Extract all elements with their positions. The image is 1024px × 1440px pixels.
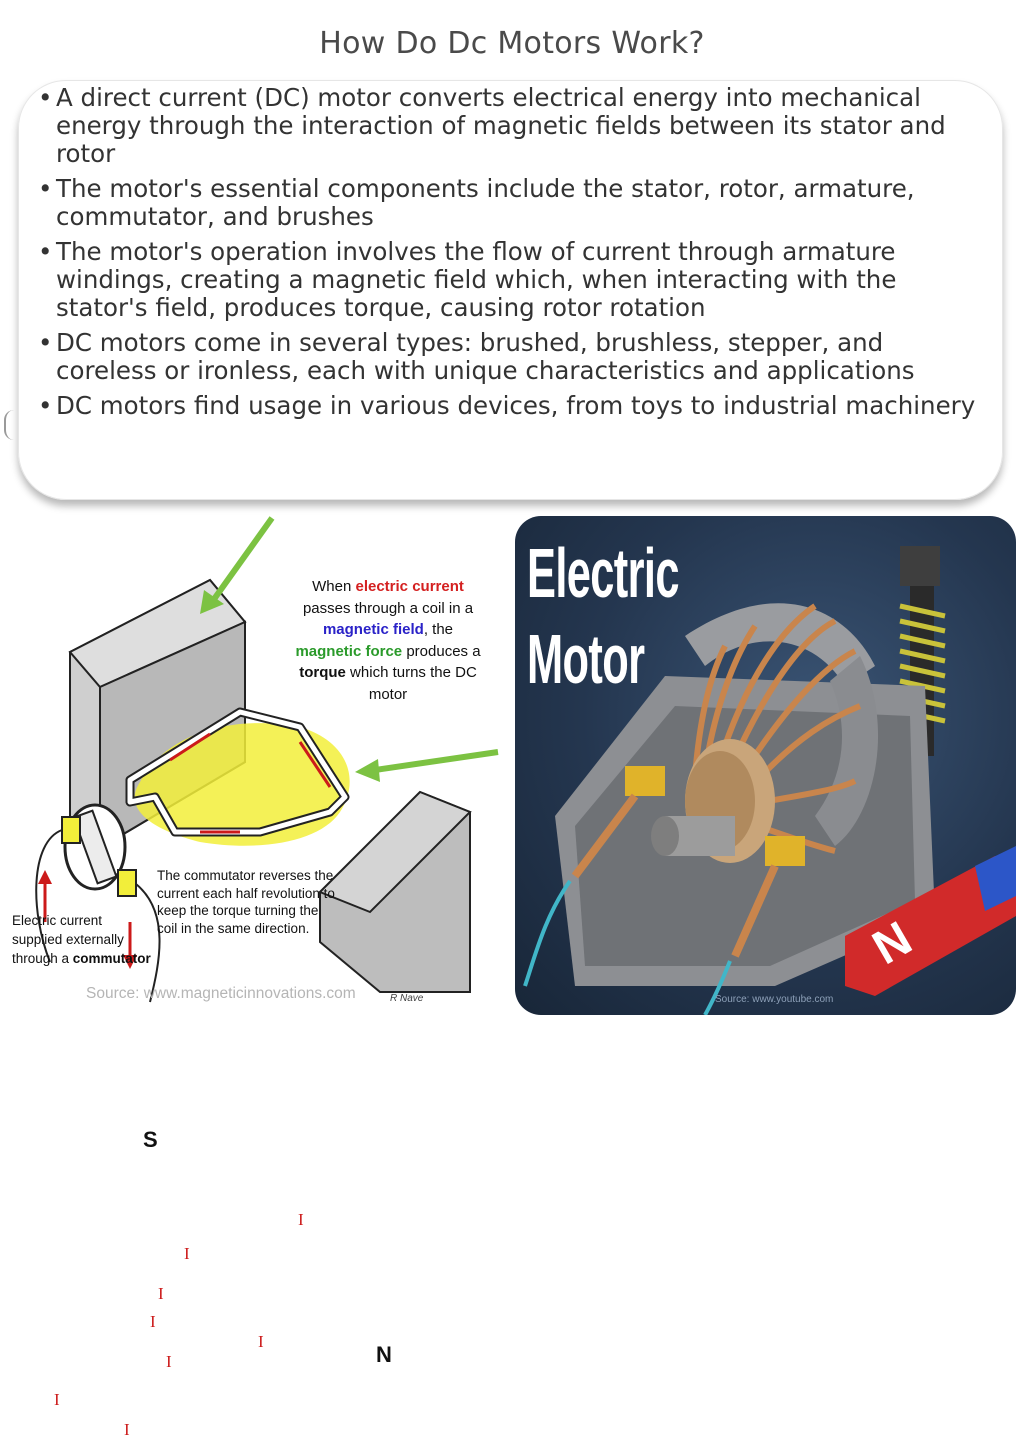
current-label: I	[124, 1420, 130, 1439]
motor-illustration	[523, 546, 1016, 1015]
bullet-item: The motor's operation involves the flow …	[38, 238, 988, 322]
coil-wire	[127, 709, 348, 835]
field-highlight	[134, 723, 350, 846]
bullet-item: A direct current (DC) motor converts ele…	[38, 84, 988, 168]
magnet-red	[845, 856, 1016, 996]
shaft-end	[651, 816, 679, 856]
brush-arm	[731, 864, 779, 958]
diagram-graphic	[35, 516, 499, 1003]
force-arrow	[374, 749, 499, 773]
current-label: I	[158, 1284, 164, 1303]
commutator-split	[72, 809, 118, 885]
bullet-item: DC motors come in several types: brushed…	[38, 329, 988, 385]
lead-wire	[523, 879, 572, 987]
spring-coil	[899, 603, 946, 724]
current-label: I	[150, 1312, 156, 1331]
current-label: I	[298, 1210, 304, 1229]
commutator-explanation: The commutator reverses the current each…	[157, 868, 335, 936]
brush-top	[61, 816, 81, 844]
diagram-explanation: When electric current passes through a c…	[288, 576, 488, 705]
brush-left	[625, 766, 665, 796]
lead-text: passes through a coil in a	[302, 599, 474, 617]
page-title: How Do Dc Motors Work?	[319, 26, 705, 61]
magnet-n-top	[318, 790, 472, 914]
summary-bullets: A direct current (DC) motor converts ele…	[38, 84, 988, 427]
dc-motor-diagram: S N I I I I I I I I	[0, 512, 500, 1439]
electric-motor-photo: Electric Motor N Source: www.youtube.com	[515, 516, 1016, 1015]
brush-arm	[571, 793, 639, 879]
magnetic-field-term: magnetic field	[322, 621, 424, 638]
current-label: I	[184, 1244, 190, 1263]
magnet-blue	[975, 846, 1016, 911]
diagram-source: Source: www.magneticinnovations.com	[86, 985, 356, 1002]
bolt-head	[900, 546, 940, 586]
external-wire	[35, 829, 63, 963]
external-wire	[135, 883, 161, 1003]
commutator-term: commutator	[72, 951, 151, 966]
bullet-item: The motor's essential components include…	[38, 175, 988, 231]
pole-n-label: N	[376, 1342, 392, 1367]
current-arrow	[298, 741, 332, 788]
lead-text: , the	[423, 621, 454, 638]
magnetic-force-term: magnetic force	[295, 642, 403, 660]
lead-wire	[703, 960, 732, 1015]
lead-text: produces a	[402, 642, 481, 660]
bullet-item: DC motors find usage in various devices,…	[38, 392, 988, 421]
arrow-head	[38, 870, 52, 884]
arrow-head	[123, 955, 137, 969]
photo-title-line2: Motor	[527, 620, 645, 698]
pole-s-label: S	[143, 1127, 158, 1152]
current-label: I	[54, 1390, 60, 1409]
force-arrow	[209, 516, 275, 604]
brush-right	[765, 836, 805, 866]
lead-text: which turns the DC motor	[345, 664, 477, 703]
brush-bottom	[117, 869, 137, 897]
current-arrow	[169, 732, 211, 762]
photo-title-line1: Electric	[527, 534, 679, 612]
current-label: I	[258, 1332, 264, 1351]
electric-current-term: electric current	[355, 578, 464, 595]
torque-term: torque	[299, 664, 346, 681]
current-label: I	[166, 1352, 172, 1371]
force-arrow-head	[200, 590, 224, 614]
external-current-explanation: Electric current supplied externally thr…	[12, 911, 152, 968]
force-arrow-head	[355, 759, 380, 782]
external-current-text: Electric current supplied externally thr…	[12, 913, 124, 966]
lead-text: When	[312, 578, 356, 595]
diagram-credit: R Nave	[390, 993, 424, 1004]
photo-source: Source: www.youtube.com	[715, 994, 834, 1005]
stator-pole	[815, 656, 879, 846]
